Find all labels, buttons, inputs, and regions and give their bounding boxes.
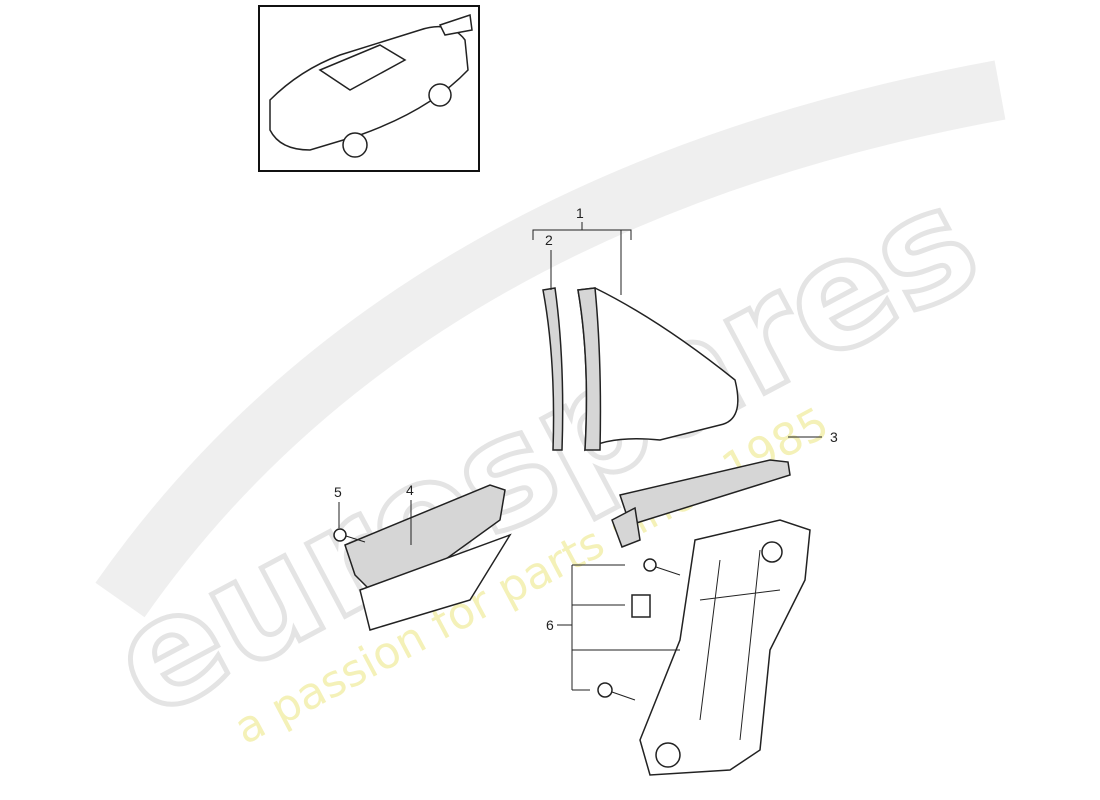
svg-text:3: 3 <box>830 429 838 445</box>
svg-text:2: 2 <box>545 232 553 248</box>
callout-3: 3 <box>788 429 838 445</box>
part-5-screw <box>333 528 366 543</box>
window-regulator <box>639 519 811 776</box>
svg-text:4: 4 <box>406 482 414 498</box>
watermark-swoosh <box>95 60 1006 618</box>
part-4-trim <box>344 484 506 591</box>
car-thumbnail <box>258 5 480 172</box>
callout-2: 2 <box>545 232 553 290</box>
callout-6: 6 <box>546 558 681 701</box>
svg-text:5: 5 <box>334 484 342 500</box>
svg-text:6: 6 <box>546 617 554 633</box>
callout-4: 4 <box>406 482 414 545</box>
svg-text:1: 1 <box>576 205 584 221</box>
watermark: eurospares a passion for parts since 198… <box>83 60 1007 755</box>
part-2-seal <box>542 287 564 451</box>
callout-5: 5 <box>334 484 342 528</box>
callout-1: 1 <box>532 205 632 295</box>
